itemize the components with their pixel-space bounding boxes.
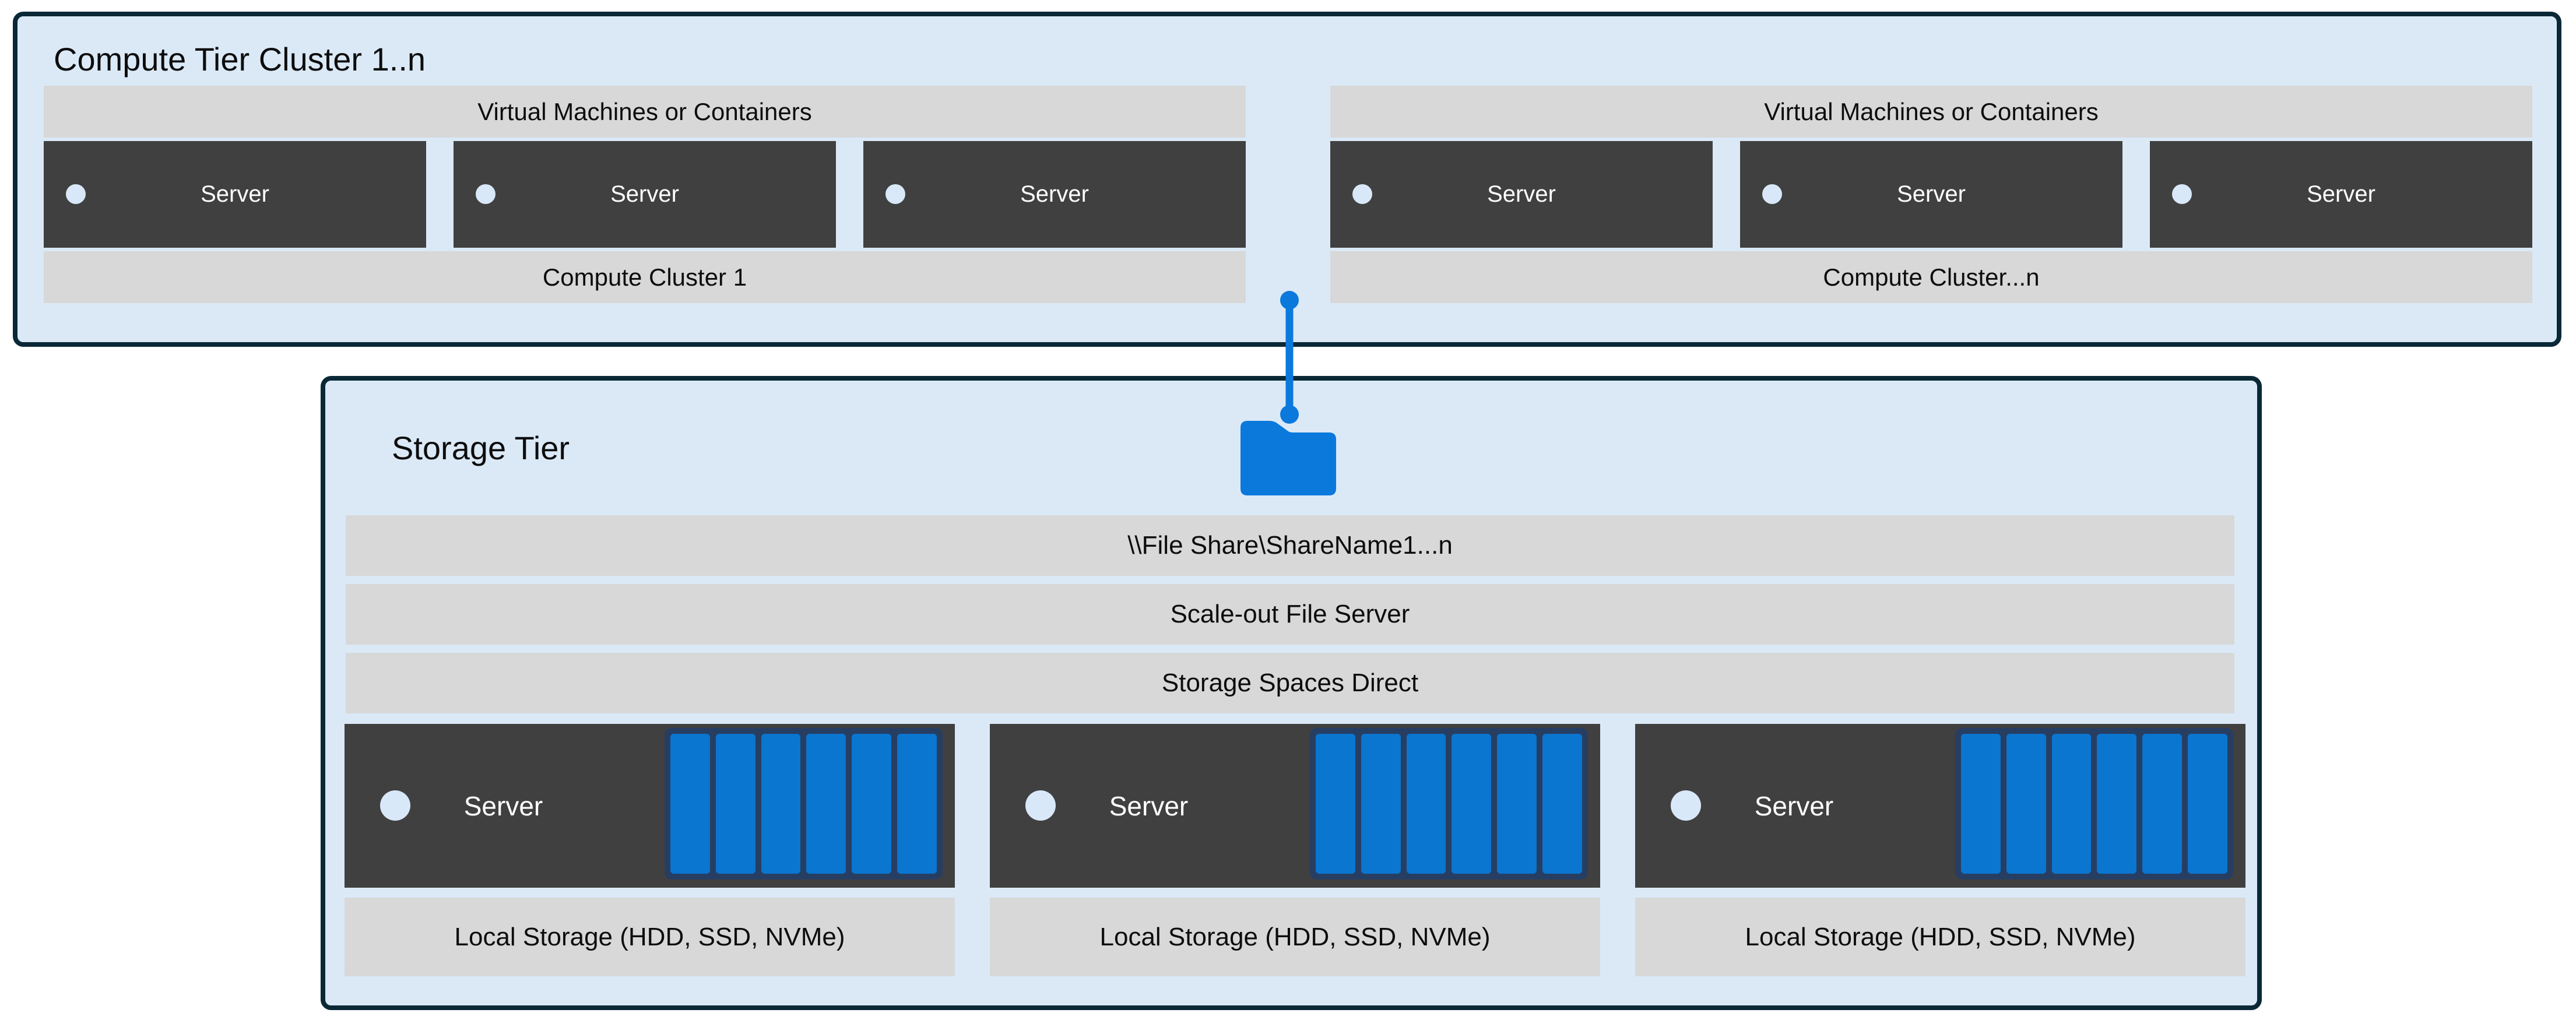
server-label: Server: [1897, 181, 1966, 207]
storage-tier-title: Storage Tier: [392, 430, 570, 466]
disk: [1497, 734, 1537, 874]
server-label: Server: [463, 790, 543, 821]
server-row: Server Server Server: [1330, 141, 2532, 248]
server-label: Server: [610, 181, 679, 207]
local-storage-bar: Local Storage (HDD, SSD, NVMe): [990, 898, 1600, 976]
led-dot-icon: [1025, 790, 1056, 821]
disk-array-icon: [1310, 728, 1588, 880]
storage-spaces-direct-bar: Storage Spaces Direct: [346, 653, 2234, 713]
compute-cluster-footer: Compute Cluster 1: [44, 251, 1246, 303]
led-dot-icon: [2172, 184, 2192, 204]
storage-server: Server: [990, 724, 1600, 888]
compute-server: Server: [454, 141, 836, 248]
compute-server: Server: [1740, 141, 2122, 248]
vm-containers-bar: Virtual Machines or Containers: [44, 86, 1246, 138]
compute-server: Server: [1330, 141, 1713, 248]
disk: [897, 734, 937, 874]
storage-tier-box: Storage Tier \\File Share\ShareName1...n…: [321, 376, 2262, 1010]
disk: [715, 734, 755, 874]
disk: [1452, 734, 1492, 874]
vm-containers-bar: Virtual Machines or Containers: [1330, 86, 2532, 138]
storage-server: Server: [1635, 724, 2245, 888]
led-dot-icon: [380, 790, 410, 821]
led-dot-icon: [66, 184, 86, 204]
local-storage-bar: Local Storage (HDD, SSD, NVMe): [345, 898, 955, 976]
disk: [2188, 734, 2227, 874]
file-share-bar: \\File Share\ShareName1...n: [346, 515, 2234, 576]
led-dot-icon: [1352, 184, 1372, 204]
compute-cluster-n: Virtual Machines or Containers Server Se…: [1330, 86, 2532, 303]
compute-server: Server: [2150, 141, 2532, 248]
disk-array-icon: [1955, 728, 2233, 880]
scale-out-file-server-bar: Scale-out File Server: [346, 584, 2234, 645]
server-label: Server: [1487, 181, 1556, 207]
led-dot-icon: [1671, 790, 1701, 821]
server-label: Server: [2307, 181, 2375, 207]
compute-cluster-footer: Compute Cluster...n: [1330, 251, 2532, 303]
local-storage-row: Local Storage (HDD, SSD, NVMe) Local Sto…: [345, 898, 2247, 976]
led-dot-icon: [1762, 184, 1782, 204]
disk-array-icon: [665, 728, 943, 880]
server-row: Server Server Server: [44, 141, 1246, 248]
server-label: Server: [201, 181, 269, 207]
disk: [761, 734, 801, 874]
disk: [1406, 734, 1446, 874]
disk: [2097, 734, 2137, 874]
server-label-zone: Server: [990, 724, 1308, 888]
disk: [806, 734, 846, 874]
server-label: Server: [1109, 790, 1189, 821]
compute-cluster-1: Virtual Machines or Containers Server Se…: [44, 86, 1246, 303]
storage-server-row: Server Server: [345, 724, 2247, 888]
disk: [1316, 734, 1355, 874]
server-label-zone: Server: [345, 724, 662, 888]
storage-layer-stack: \\File Share\ShareName1...n Scale-out Fi…: [346, 515, 2234, 722]
compute-server: Server: [863, 141, 1246, 248]
server-label-zone: Server: [1635, 724, 1953, 888]
led-dot-icon: [885, 184, 905, 204]
disk: [852, 734, 892, 874]
storage-server: Server: [345, 724, 955, 888]
led-dot-icon: [476, 184, 495, 204]
disk: [670, 734, 710, 874]
compute-server: Server: [44, 141, 426, 248]
local-storage-bar: Local Storage (HDD, SSD, NVMe): [1635, 898, 2245, 976]
server-label: Server: [1754, 790, 1834, 821]
server-label: Server: [1020, 181, 1089, 207]
disk: [1361, 734, 1401, 874]
disk: [2142, 734, 2183, 874]
disk: [2006, 734, 2046, 874]
disk: [2051, 734, 2092, 874]
disk: [1542, 734, 1582, 874]
disk: [1961, 734, 2001, 874]
compute-tier-box: Compute Tier Cluster 1..n Virtual Machin…: [13, 12, 2561, 347]
compute-tier-title: Compute Tier Cluster 1..n: [54, 41, 426, 78]
